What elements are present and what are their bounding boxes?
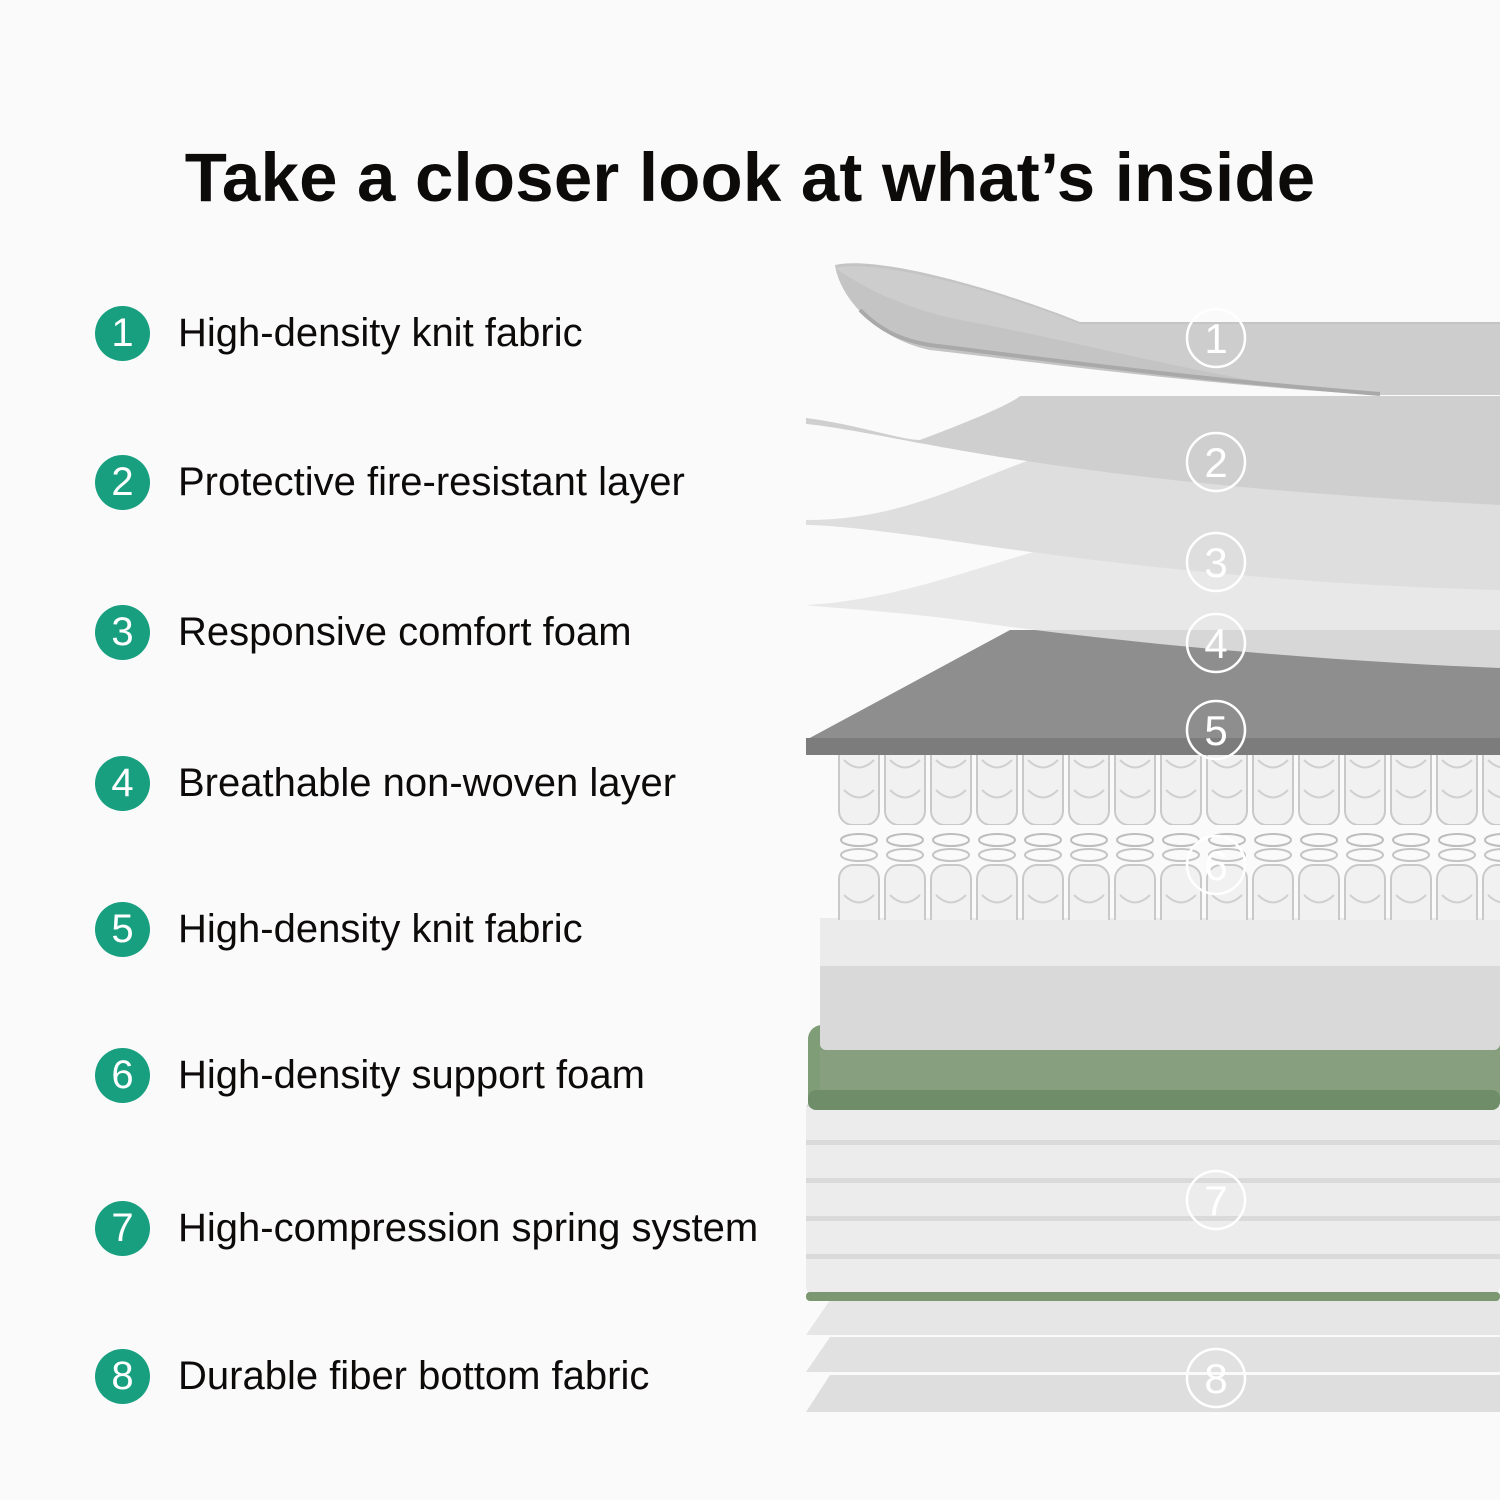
layer-item: 7 High-compression spring system	[95, 1200, 758, 1256]
layer-label: High-density knit fabric	[178, 310, 583, 355]
marker-circle	[1185, 834, 1247, 896]
number-badge: 1	[95, 305, 150, 361]
layer-item: 1 High-density knit fabric	[95, 305, 583, 361]
layer-label: Durable fiber bottom fabric	[178, 1353, 650, 1398]
layer-label: High-density support foam	[178, 1052, 645, 1097]
marker-circle	[1185, 1347, 1247, 1409]
fire-resistant-layer	[806, 396, 1500, 505]
number-badge: 6	[95, 1047, 150, 1103]
marker-number: 3	[1204, 539, 1227, 586]
pocket-spring-array	[836, 755, 1500, 920]
layer-item: 5 High-density knit fabric	[95, 901, 583, 957]
marker-circle	[1185, 612, 1247, 674]
number-badge: 8	[95, 1348, 150, 1404]
support-foam-block	[820, 918, 1500, 1050]
layer-item: 2 Protective fire-resistant layer	[95, 454, 685, 510]
number-badge: 3	[95, 604, 150, 660]
top-knit-fabric	[835, 263, 1500, 396]
layer-label: Responsive comfort foam	[178, 609, 632, 654]
marker-number: 2	[1204, 439, 1227, 486]
marker-circle	[1185, 307, 1247, 369]
marker-number: 1	[1204, 315, 1227, 362]
marker-number: 6	[1204, 842, 1227, 889]
marker-number: 4	[1204, 620, 1227, 667]
number-badge: 2	[95, 454, 150, 510]
layer-label: Protective fire-resistant layer	[178, 459, 685, 504]
marker-circle	[1185, 699, 1247, 761]
number-badge: 4	[95, 755, 150, 811]
marker-circle	[1185, 1169, 1247, 1231]
layer-item: 8 Durable fiber bottom fabric	[95, 1348, 649, 1404]
layer-item: 6 High-density support foam	[95, 1047, 645, 1103]
marker-circle	[1185, 531, 1247, 593]
layer-item: 4 Breathable non-woven layer	[95, 755, 676, 811]
bottom-fabric-layer	[806, 1300, 1500, 1412]
number-badge: 7	[95, 1200, 150, 1256]
layer-markers	[1185, 307, 1247, 1409]
number-badge: 5	[95, 901, 150, 957]
marker-number: 8	[1204, 1355, 1227, 1402]
marker-number: 7	[1204, 1177, 1227, 1224]
page-title: Take a closer look at what’s inside	[184, 139, 1316, 217]
layer-label: High-density knit fabric	[178, 906, 583, 951]
layer-label: Breathable non-woven layer	[178, 760, 677, 805]
quilted-foam-block	[806, 1098, 1500, 1301]
layer-label: High-compression spring system	[178, 1205, 759, 1250]
marker-circle	[1185, 431, 1247, 493]
layer-item: 3 Responsive comfort foam	[95, 604, 632, 660]
marker-number: 5	[1204, 707, 1227, 754]
